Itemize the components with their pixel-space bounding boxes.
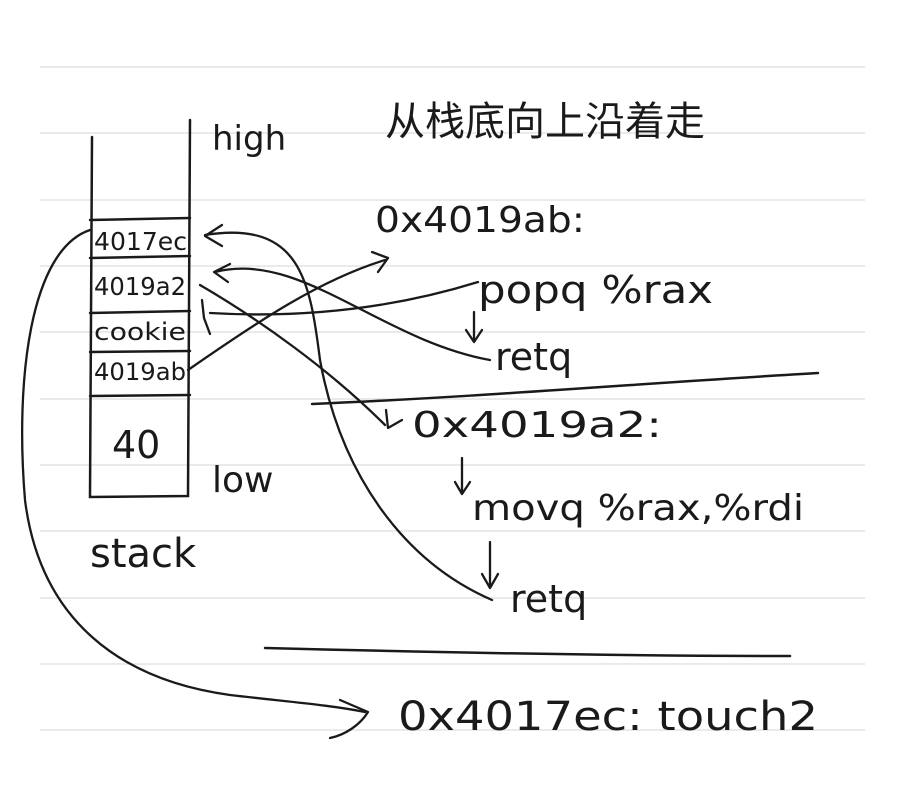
ruled-lines bbox=[40, 66, 865, 731]
stack-frame bbox=[88, 118, 192, 499]
arrow-down-address-to-movq-head bbox=[453, 480, 472, 496]
stack-cell-cookie: cookie bbox=[94, 318, 186, 346]
stack-high-label: high bbox=[212, 119, 286, 159]
stack-cell-4019ab: 4019ab bbox=[94, 358, 186, 386]
arrow-4017ec-to-touch2-head bbox=[328, 698, 370, 740]
arrow-4017ec-to-touch2 bbox=[21, 228, 367, 714]
gadget1-instr-retq: retq bbox=[495, 335, 572, 379]
arrow-down-movq-to-retq-head bbox=[480, 572, 500, 590]
arrow-4019a2-to-gadget2-head bbox=[384, 408, 404, 430]
arrow-4019a2-to-gadget2 bbox=[198, 283, 387, 427]
gadget1-address: 0x4019ab: bbox=[375, 200, 585, 241]
stack-divider bbox=[88, 254, 192, 260]
stack-cell-4017ec: 4017ec bbox=[94, 227, 187, 256]
gadget2-address: 0x4019a2: bbox=[412, 405, 662, 446]
section-separator-top bbox=[310, 371, 820, 406]
section-separator-bottom bbox=[263, 646, 792, 658]
arrow-4019ab-to-gadget1-head bbox=[370, 250, 390, 274]
page-title: 从栈底向上沿着走 bbox=[385, 99, 705, 145]
stack-divider bbox=[88, 349, 192, 354]
stack-cell-4019a2: 4019a2 bbox=[94, 272, 186, 301]
target-touch2: 0x4017ec: touch2 bbox=[398, 694, 818, 740]
stack-low-label: low bbox=[212, 460, 273, 501]
stack-caption: stack bbox=[90, 531, 197, 577]
stack-divider bbox=[88, 216, 192, 222]
arrow-down-popq-to-retq-head bbox=[464, 328, 484, 344]
arrow-retq-to-4017ec-head bbox=[203, 223, 224, 248]
stack-padding-value: 40 bbox=[112, 423, 160, 467]
gadget2-instr-movq: movq %rax,%rdi bbox=[472, 488, 804, 529]
arrow-popq-loads-cookie-head bbox=[200, 298, 212, 336]
arrow-popq-loads-cookie bbox=[208, 280, 480, 316]
gadget1-instr-popq: popq %rax bbox=[478, 268, 713, 312]
arrow-retq-to-4019a2 bbox=[213, 267, 492, 362]
arrow-retq-to-4017ec bbox=[203, 231, 494, 602]
arrow-retq-to-4019a2-head bbox=[212, 262, 232, 284]
stack-divider bbox=[88, 393, 192, 398]
stack-divider bbox=[88, 309, 192, 315]
arrow-4019ab-to-gadget1 bbox=[186, 258, 387, 372]
gadget2-instr-retq: retq bbox=[510, 577, 587, 621]
